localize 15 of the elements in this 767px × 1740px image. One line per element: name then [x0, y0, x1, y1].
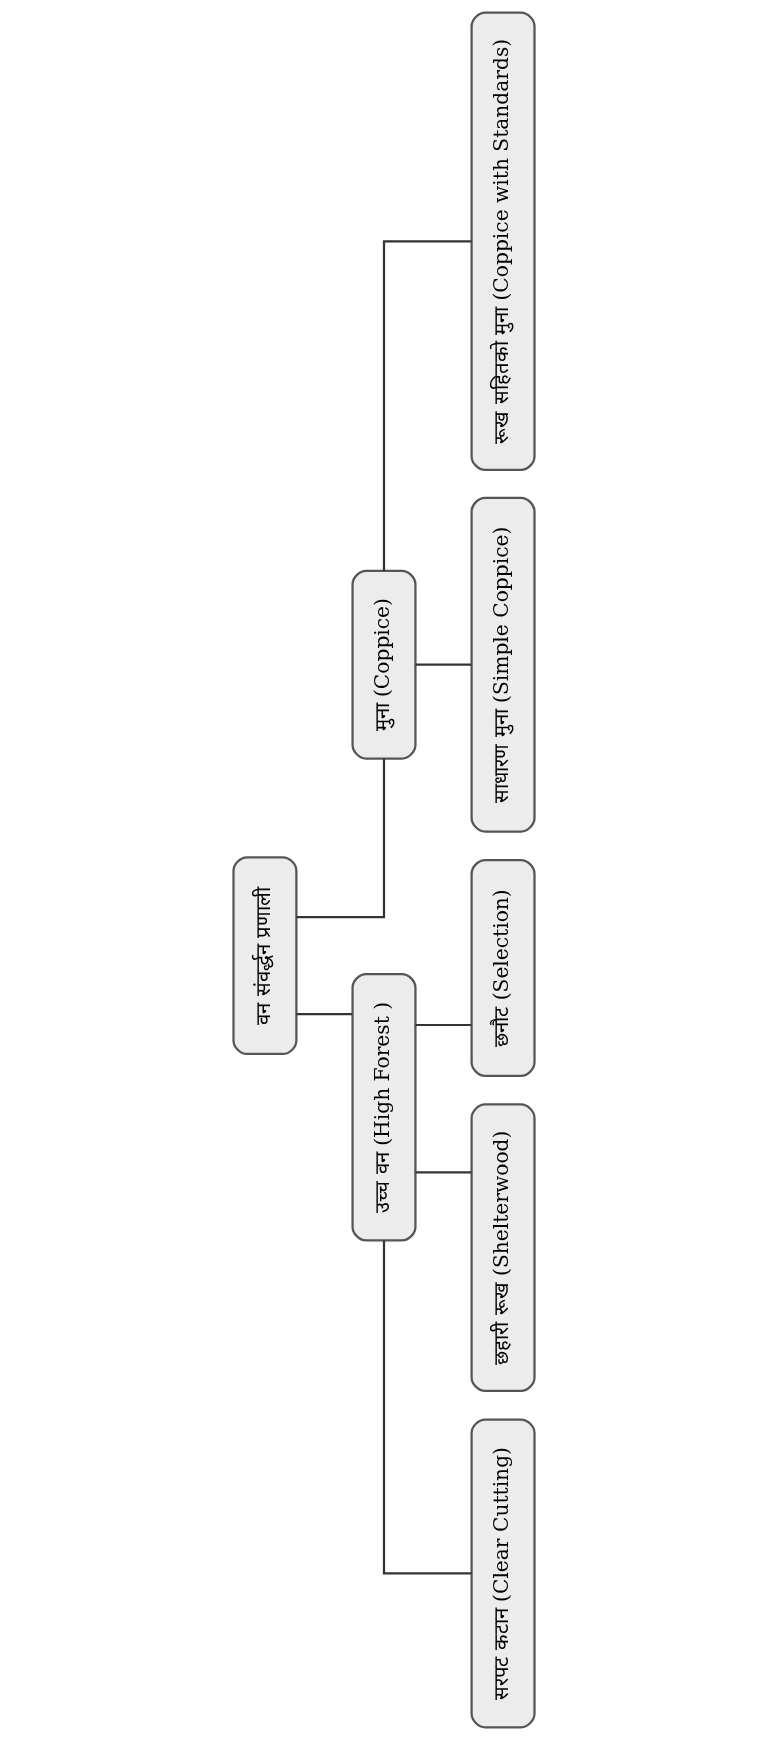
connector: [415, 1023, 471, 1027]
node-box: उच्च वन (High Forest ): [350, 973, 417, 1242]
connector: [382, 1240, 471, 1575]
node-box: रूख सहितको मुना (Coppice with Standards): [470, 11, 536, 471]
connector: [296, 1012, 352, 1016]
connector: [415, 1171, 471, 1174]
node-box: साधारण मुना (Simple Coppice): [470, 496, 536, 833]
node-box: वन संवर्द्धन प्रणाली: [231, 856, 297, 1056]
node-box: छहारी रूख (Shelterwood): [470, 1103, 536, 1392]
node-box: सरपट कटान (Clear Cutting): [470, 1418, 536, 1729]
node-box: छनौट (Selection): [470, 859, 536, 1077]
node-box: मुना (Coppice): [350, 569, 417, 760]
connector: [382, 240, 471, 571]
connector: [296, 758, 385, 919]
connector: [415, 663, 471, 666]
